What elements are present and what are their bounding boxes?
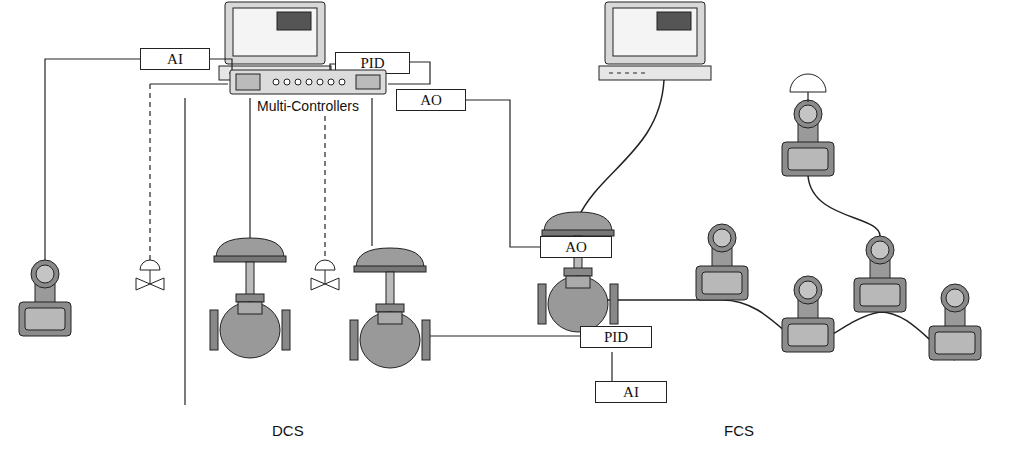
function-block-box: AO (396, 89, 466, 111)
dashed-wire (149, 84, 150, 262)
computer-icon (599, 2, 711, 80)
controller-rack-icon (228, 66, 388, 98)
fieldbus-cable (578, 80, 664, 218)
signal-wire (430, 335, 580, 336)
signal-wire (371, 98, 372, 246)
signal-wire (209, 59, 232, 70)
signal-wire (249, 98, 250, 242)
transmitter-icon (19, 260, 71, 336)
controller-label: Multi-Controllers (255, 98, 361, 114)
function-block-box: PID (580, 326, 652, 348)
system-caption: DCS (270, 422, 306, 439)
block-label: AI (167, 52, 183, 67)
signal-connector (466, 100, 540, 247)
control-valve-icon (538, 212, 618, 332)
function-block-box: AI (140, 48, 210, 70)
signal-wire (808, 176, 880, 236)
transmitter-icon (696, 224, 748, 300)
signal-wire (45, 59, 140, 262)
transmitter-icon (854, 236, 906, 312)
signal-wire (807, 92, 808, 102)
function-block-box: AO (540, 236, 612, 258)
control-valve-icon (350, 248, 430, 368)
small-valve-symbol (136, 260, 164, 290)
signal-wire (184, 98, 185, 405)
control-valve-icon (210, 238, 290, 358)
block-label: AO (565, 240, 587, 255)
system-caption: FCS (722, 422, 756, 439)
signal-wire (150, 83, 228, 84)
computer-icon (219, 2, 331, 80)
signal-wire (611, 352, 612, 381)
function-block-box: AI (595, 381, 667, 403)
valve-actuator-symbol (790, 74, 826, 92)
transmitter-icon (782, 100, 834, 176)
transmitter-icon (929, 284, 981, 360)
block-label: PID (604, 330, 628, 345)
block-label: PID (360, 56, 384, 71)
block-label: AI (623, 385, 639, 400)
controller-unit: Multi-Controllers (228, 66, 388, 118)
transmitter-icon (782, 276, 834, 352)
dashed-wire (324, 98, 325, 262)
block-label: AO (420, 93, 442, 108)
small-valve-symbol (311, 260, 339, 290)
